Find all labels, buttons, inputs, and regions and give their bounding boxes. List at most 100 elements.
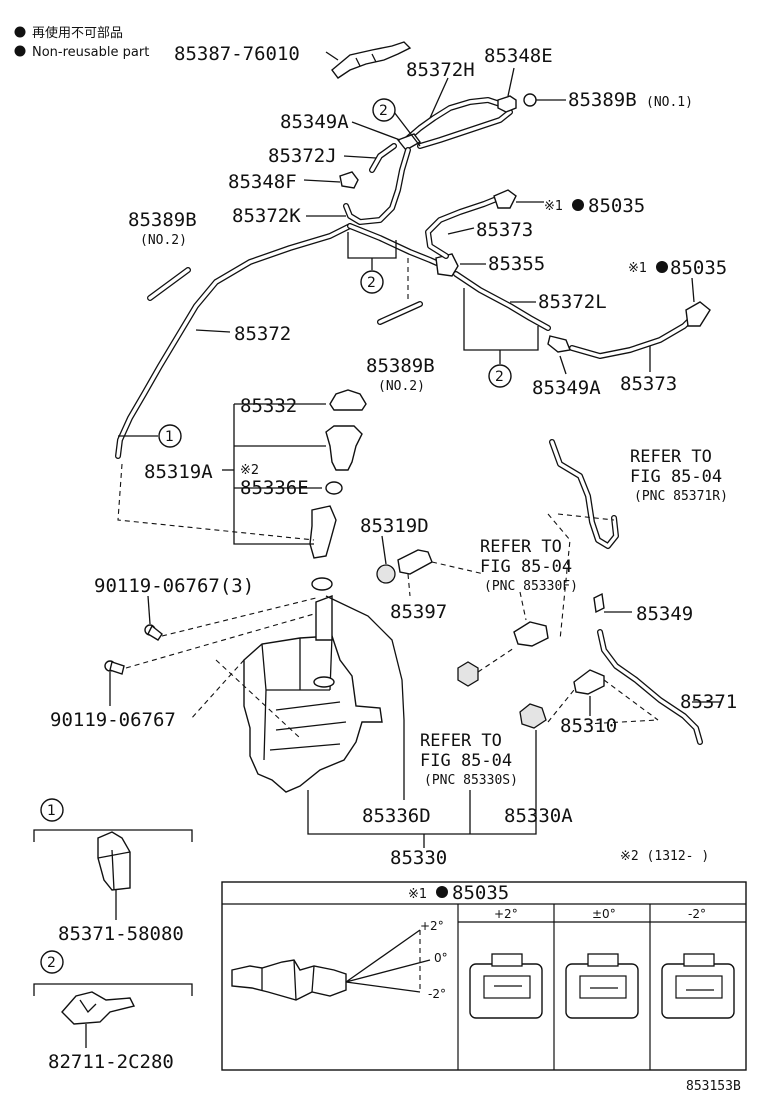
label-85372J: 85372J [268,145,337,167]
strainer-shape [325,425,363,471]
label-85389B-no2-mid: 85389B [366,355,435,377]
label-85332: 85332 [240,395,297,417]
mark-asterisk1-upper: ※1 [544,199,563,214]
label-85372K: 85372K [232,205,301,227]
label-note-x2: ※2 (1312- ) [620,849,709,864]
detail-insets [33,829,193,1048]
label-85349A-bottom: 85349A [532,377,601,399]
callout-1-hose: 1 [165,429,174,445]
label-85371-58080: 85371-58080 [58,923,184,945]
upper-hose-assembly [115,41,711,459]
nozzle-side-view-shape [231,959,347,1001]
refer-85371R-line3: (PNC 85371R) [634,489,728,504]
seal-85319D-shape [376,564,396,584]
col-header-plus2: +2° [494,907,518,921]
non-reusable-bullet-icon [572,199,584,211]
callout-2-detail: 2 [47,955,56,971]
label-85373-upper: 85373 [476,219,533,241]
nozzle-adjustment-box: ※1 85035 +2° ±0° -2° +2° 0° -2° [221,881,747,1071]
mark-asterisk2-85336E: ※2 [240,463,259,478]
mark-asterisk1-right: ※1 [628,261,647,276]
label-85389B-no2-left: 85389B [128,209,197,231]
label-85372: 85372 [234,323,291,345]
label-85330: 85330 [390,847,447,869]
inlet-parts [309,389,433,591]
col-header-minus2: -2° [688,907,706,921]
label-85371: 85371 [680,691,737,713]
label-85330A: 85330A [504,805,573,827]
label-85349: 85349 [636,603,693,625]
washer-tank-body-shape [243,635,383,793]
filter-85397-shape [397,549,433,575]
non-reusable-bullet-icon [14,26,26,38]
callout-2-lower: 2 [495,369,504,385]
refer-85330F-line3: (PNC 85330F) [484,579,578,594]
tee-85355-shape [435,253,459,277]
label-85319D: 85319D [360,515,429,537]
box-asterisk1: ※1 [408,887,427,902]
label-85348E: 85348E [484,45,553,67]
label-85397: 85397 [390,601,447,623]
nozzle-85035-upper-shape [493,189,517,209]
tank-neck-shape [315,594,333,641]
clamp-85371-58080-shape [97,831,131,891]
label-85035-upper: 85035 [588,195,645,217]
clip-82711-2C280-shape [61,991,136,1025]
inlet-tube-shape [309,505,337,559]
box-title-85035: 85035 [452,882,509,904]
label-85035-right: 85035 [670,257,727,279]
refer-85371R-line2: FIG 85-04 [630,467,722,487]
connector-view-zero [565,953,639,1019]
connector-85348E-shape [497,95,517,113]
label-85389B-no1-note: (NO.1) [646,95,693,110]
label-85389B-no2-mid-note: (NO.2) [378,379,425,394]
angle-minus2: -2° [428,987,446,1001]
cap-85389B-no1-shape [523,93,537,107]
label-85389B-no2-left-note: (NO.2) [140,233,187,248]
connector-view-minus2 [661,953,735,1019]
pump-85330F-shape [513,621,549,647]
label-90119-06767-3: 90119-06767(3) [94,575,254,597]
label-85387-76010: 85387-76010 [174,43,300,65]
angle-zero: 0° [434,951,448,965]
pump-85330A-shape [519,703,547,729]
refer-to-notes: REFER TO FIG 85-04 (PNC 85371R) REFER TO… [420,447,728,788]
refer-85371R-line1: REFER TO [630,447,712,467]
refer-85330S-line3: (PNC 85330S) [424,773,518,788]
legend-text-en: Non-reusable part [32,45,149,60]
refer-85330F-line1: REFER TO [480,537,562,557]
label-85389B-no1: 85389B [568,89,637,111]
washer-tank [189,594,383,793]
circle-callouts: 2 2 2 1 1 2 [40,98,512,974]
col-header-zero: ±0° [592,907,616,921]
nozzle-85035-right-shape [685,301,711,327]
connector-85349A-bottom-shape [547,335,571,353]
grommet-85330S-shape [457,661,479,687]
pumps-and-hose [457,439,703,745]
label-85372L: 85372L [538,291,607,313]
label-85336E: 85336E [240,477,309,499]
grommet-85336E-shape [325,481,343,495]
callout-1-detail: 1 [47,803,56,819]
connector-85349-shape [593,592,605,614]
legend-text-jp: 再使用不可部品 [32,25,123,41]
diagram-id: 853153B [686,1079,741,1094]
refer-85330S-line2: FIG 85-04 [420,751,512,771]
label-85336D: 85336D [362,805,431,827]
callout-2-middle: 2 [367,275,376,291]
label-85355: 85355 [488,253,545,275]
grommet-top-shape [311,577,333,591]
refer-85330F-line2: FIG 85-04 [480,557,572,577]
label-82711-2C280: 82711-2C280 [48,1051,174,1073]
connector-view-plus2 [469,953,543,1019]
leader-lines [104,51,720,848]
label-85348F: 85348F [228,171,297,193]
label-85319A: 85319A [144,461,213,483]
callout-2-top: 2 [379,103,388,119]
label-85372H: 85372H [406,59,475,81]
cap-85332-shape [329,389,367,411]
label-85310: 85310 [560,715,617,737]
marks: ※1 ※1 ※2 [240,199,668,478]
part-labels: 85387-76010 85372H 85348E 85389B (NO.1) … [48,43,737,1073]
non-reusable-bullet-icon [656,261,668,273]
